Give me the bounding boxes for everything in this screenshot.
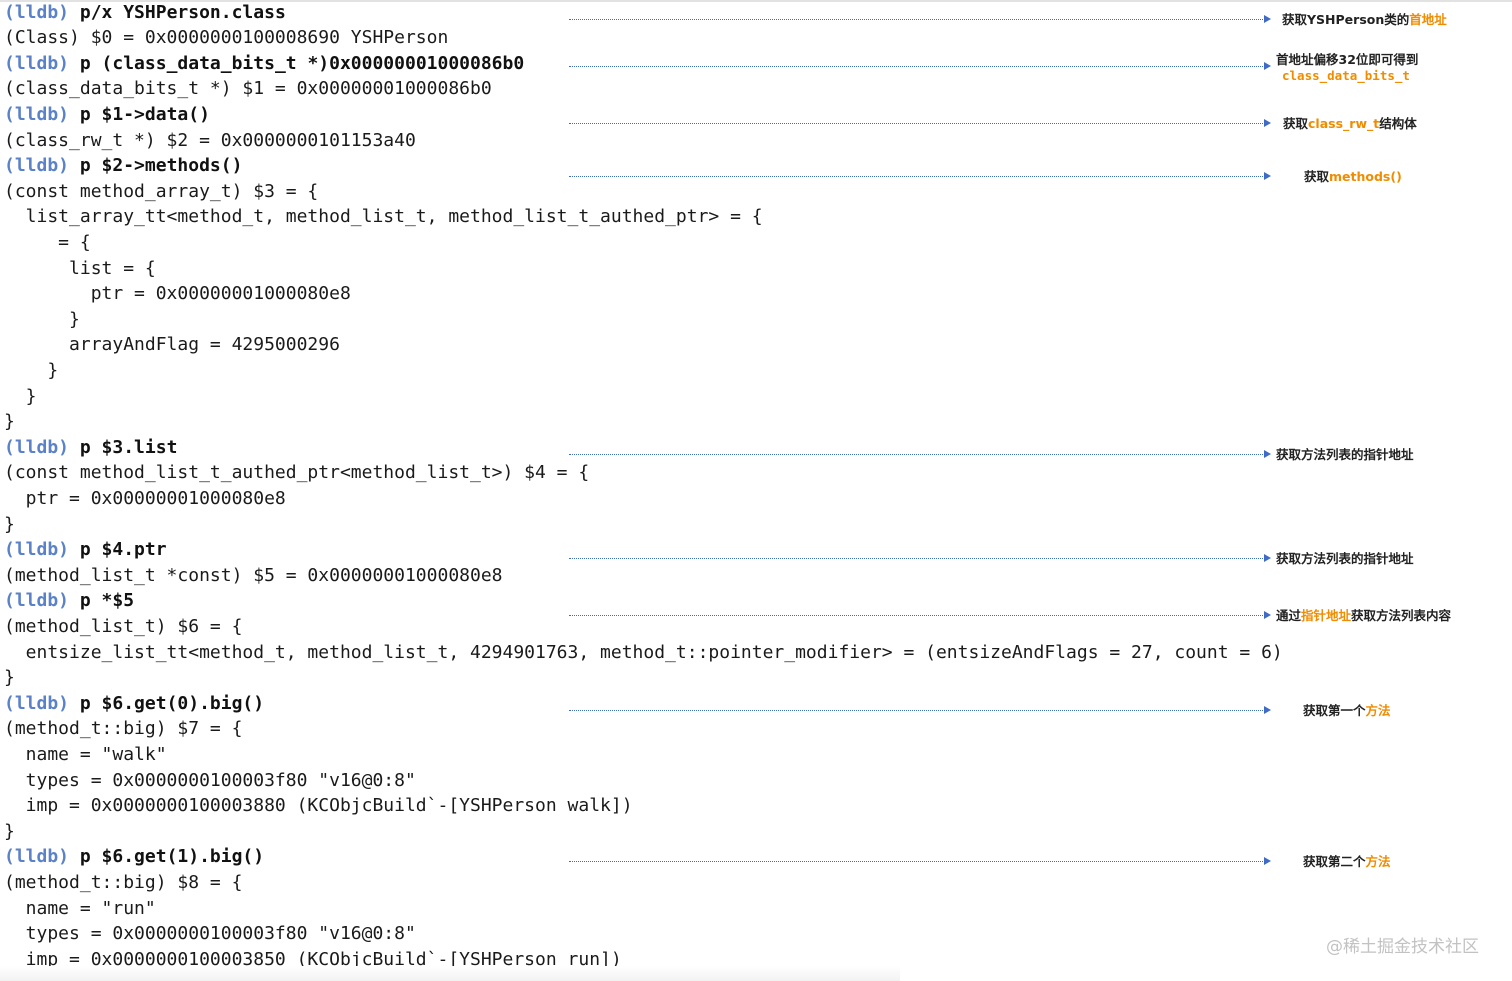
lldb-prompt: (lldb) [4,2,70,23]
annotation-arrow [569,611,1271,619]
lldb-prompt: (lldb) [4,539,70,560]
output-line: } [4,514,15,535]
output-line: arrayAndFlag = 4295000296 [4,334,340,355]
command-text: p $6.get(1).big() [79,846,265,867]
output-line: } [4,386,37,407]
output-line: (method_t::big) $8 = { [4,872,243,893]
command-text: p/x YSHPerson.class [79,2,286,23]
output-line: (method_list_t) $6 = { [4,616,243,637]
annotation-arrow [569,554,1271,562]
annotation-arrow [569,62,1271,70]
output-line: = { [4,232,91,253]
output-line: types = 0x0000000100003f80 "v16@0:8" [4,923,416,944]
lldb-prompt: (lldb) [4,104,70,125]
command-text: p $2->methods() [79,155,243,176]
annotation-note: 获取第一个方法 [1303,703,1391,718]
output-line: name = "walk" [4,744,167,765]
watermark: @稀土掘金技术社区 [1326,937,1479,957]
output-line: imp = 0x0000000100003850 (KCObjcBuild`-[… [4,949,622,970]
output-line: ptr = 0x00000001000080e8 [4,283,351,304]
annotation-note: 获取class_rw_t结构体 [1283,116,1417,131]
output-line: name = "run" [4,898,156,919]
command-line: (lldb) p $6.get(0).big() [4,691,264,717]
command-line: (lldb) p $6.get(1).big() [4,844,264,870]
lldb-prompt: (lldb) [4,590,70,611]
annotation-arrow [569,119,1271,127]
output-line: } [4,309,80,330]
command-text: p $3.list [79,437,178,458]
lldb-prompt: (lldb) [4,693,70,714]
annotation-arrow [569,450,1271,458]
output-line: } [4,360,59,381]
annotation-note: 获取方法列表的指针地址 [1276,551,1414,566]
output-line: (method_t::big) $7 = { [4,718,243,739]
top-divider [0,0,1512,2]
annotation-note: 获取方法列表的指针地址 [1276,447,1414,462]
lldb-prompt: (lldb) [4,437,70,458]
bottom-edge [0,966,900,981]
command-line: (lldb) p/x YSHPerson.class [4,0,286,26]
annotation-arrow [569,15,1271,23]
output-line: (const method_list_t_authed_ptr<method_l… [4,462,590,483]
command-line: (lldb) p $1->data() [4,102,210,128]
output-line: (Class) $0 = 0x0000000100008690 YSHPerso… [4,27,449,48]
annotation-note: 获取YSHPerson类的首地址 [1282,12,1447,27]
output-line: (method_list_t *const) $5 = 0x0000000100… [4,565,503,586]
command-text: p $4.ptr [79,539,167,560]
annotation-note: 获取methods() [1304,169,1402,184]
output-line: } [4,411,15,432]
command-line: (lldb) p $2->methods() [4,153,242,179]
annotation-arrow [569,857,1271,865]
output-line: ptr = 0x00000001000080e8 [4,488,286,509]
output-line: (class_rw_t *) $2 = 0x0000000101153a40 [4,130,416,151]
output-line: } [4,821,15,842]
output-line: (const method_array_t) $3 = { [4,181,319,202]
command-line: (lldb) p $4.ptr [4,537,167,563]
annotation-note: 获取第二个方法 [1303,854,1391,869]
command-text: p (class_data_bits_t *)0x00000001000086b… [79,53,525,74]
lldb-prompt: (lldb) [4,846,70,867]
output-line: types = 0x0000000100003f80 "v16@0:8" [4,770,416,791]
lldb-prompt: (lldb) [4,155,70,176]
output-line: list = { [4,258,156,279]
command-text: p $1->data() [79,104,210,125]
annotation-arrow [569,172,1271,180]
command-line: (lldb) p $3.list [4,435,177,461]
annotation-note: 通过指针地址获取方法列表内容 [1276,608,1452,623]
output-line: list_array_tt<method_t, method_list_t, m… [4,206,763,227]
output-line: (class_data_bits_t *) $1 = 0x00000001000… [4,78,492,99]
annotation-arrow [569,706,1271,714]
command-line: (lldb) p *$5 [4,588,134,614]
command-text: p *$5 [79,590,135,611]
command-line: (lldb) p (class_data_bits_t *)0x00000001… [4,51,524,77]
output-line: imp = 0x0000000100003880 (KCObjcBuild`-[… [4,795,633,816]
output-line: entsize_list_tt<method_t, method_list_t,… [4,642,1283,663]
command-text: p $6.get(0).big() [79,693,265,714]
lldb-prompt: (lldb) [4,53,70,74]
output-line: } [4,667,15,688]
